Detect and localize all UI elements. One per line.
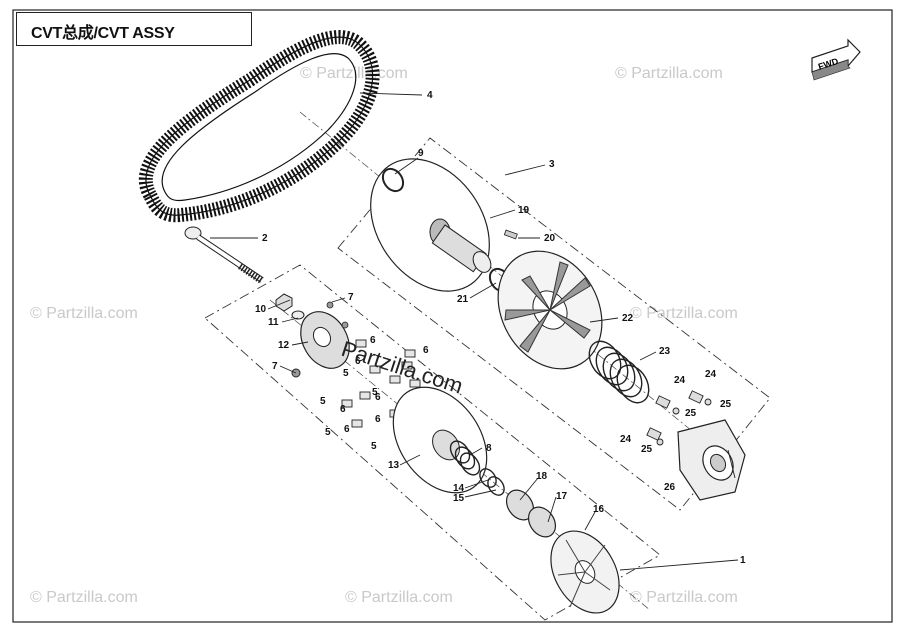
callout-4: 4 <box>427 90 433 101</box>
callout-25: 25 <box>641 444 653 455</box>
callout-9: 9 <box>418 148 424 159</box>
callout-24: 24 <box>674 375 686 386</box>
fixed-sheave-part-16 <box>550 530 620 614</box>
watermark: © Partzilla.com <box>630 589 738 606</box>
drive-pulley-outline <box>204 264 661 621</box>
callout-5: 5 <box>320 396 326 407</box>
driven-sheave <box>370 158 492 292</box>
callout-21: 21 <box>457 294 469 305</box>
leader-lines <box>210 92 739 571</box>
callout-16: 16 <box>593 504 605 515</box>
callout-22: 22 <box>622 313 634 324</box>
callout-6: 6 <box>423 345 429 356</box>
callout-25: 25 <box>720 399 732 410</box>
callout-17: 17 <box>556 491 568 502</box>
spider-part-12 <box>300 301 350 369</box>
callout-26: 26 <box>664 482 676 493</box>
bearing-part-17 <box>527 506 557 538</box>
callout-1: 1 <box>740 555 746 566</box>
callout-5: 5 <box>371 441 377 452</box>
callout-2: 2 <box>262 233 268 244</box>
watermark: © Partzilla.com <box>345 589 453 606</box>
watermark: © Partzilla.com <box>30 305 138 322</box>
callout-8: 8 <box>486 443 492 454</box>
frame-border <box>12 9 893 623</box>
callout-10: 10 <box>255 304 267 315</box>
fwd-arrow-icon: FWD <box>811 38 861 81</box>
watermark: © Partzilla.com <box>30 589 138 606</box>
callout-6: 6 <box>340 404 346 415</box>
callout-5: 5 <box>325 427 331 438</box>
spring-part-23 <box>588 340 650 404</box>
callout-7: 7 <box>348 292 354 303</box>
watermark: © Partzilla.com <box>615 65 723 82</box>
callout-24: 24 <box>705 369 717 380</box>
callout-24: 24 <box>620 434 632 445</box>
callout-6: 6 <box>355 356 361 367</box>
washer-part-11 <box>291 310 305 320</box>
callout-15: 15 <box>453 493 465 504</box>
watermark-center: Partzilla.com <box>338 336 465 399</box>
callout-12: 12 <box>278 340 290 351</box>
callout-18: 18 <box>536 471 548 482</box>
diagram-title: CVT总成/CVT ASSY <box>31 25 175 42</box>
callout-5: 5 <box>372 387 378 398</box>
callout-23: 23 <box>659 346 671 357</box>
slider-parts-24 <box>646 390 712 446</box>
callout-6: 6 <box>370 335 376 346</box>
spring-part-8 <box>449 440 481 476</box>
callout-20: 20 <box>544 233 556 244</box>
cam-plate-part-22 <box>497 250 603 370</box>
pin-part-20 <box>503 229 518 240</box>
watermark: © Partzilla.com <box>630 305 738 322</box>
ring-part-15 <box>487 476 505 496</box>
callout-19: 19 <box>518 205 530 216</box>
cover-part-26 <box>677 419 746 501</box>
drive-belt <box>138 30 380 223</box>
callout-5: 5 <box>343 368 349 379</box>
ring-part-9 <box>381 167 405 193</box>
callout-6: 6 <box>344 424 350 435</box>
callout-25: 25 <box>685 408 697 419</box>
callout-6: 6 <box>375 392 381 403</box>
callout-6: 6 <box>375 414 381 425</box>
center-bolt <box>184 226 264 284</box>
callout-3: 3 <box>549 159 555 170</box>
watermark-group: © Partzilla.com © Partzilla.com © Partzi… <box>30 17 738 606</box>
title-box: CVT总成/CVT ASSY <box>16 12 252 46</box>
watermark: © Partzilla.com <box>300 65 408 82</box>
callout-labels: 4 2 3 9 19 20 21 22 23 24 24 24 25 25 25… <box>255 90 746 566</box>
callout-13: 13 <box>388 460 400 471</box>
callout-14: 14 <box>453 483 465 494</box>
callout-7: 7 <box>272 361 278 372</box>
callout-11: 11 <box>268 317 279 328</box>
movable-sheave-part-13 <box>392 386 488 494</box>
